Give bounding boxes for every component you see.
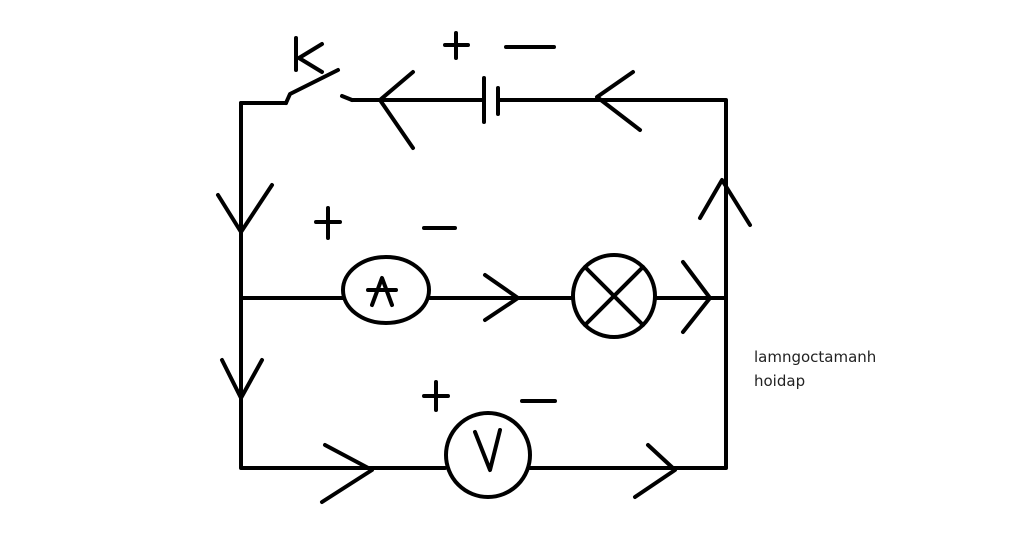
watermark-line-2: hoidap — [754, 372, 806, 390]
current-arrows — [216, 70, 752, 504]
voltmeter — [422, 380, 557, 499]
wires — [239, 98, 728, 470]
watermark-line-1: lamngoctamanh — [754, 348, 877, 366]
battery — [443, 31, 556, 124]
ammeter — [314, 206, 457, 325]
switch-k — [284, 36, 354, 105]
lamp-icon — [571, 253, 657, 339]
